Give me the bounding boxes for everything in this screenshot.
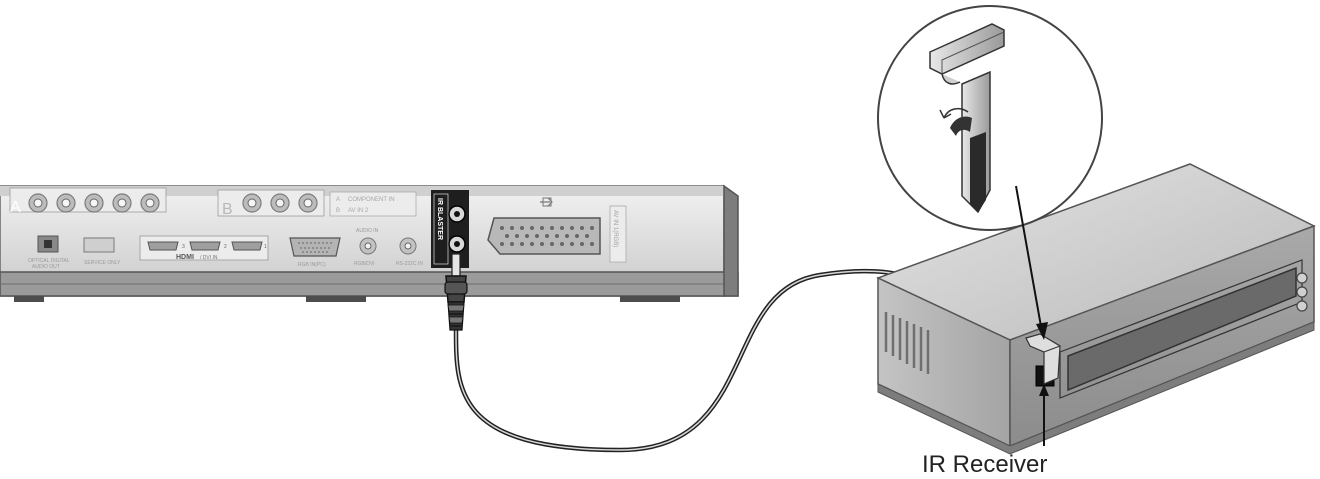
section-b-label: B [222, 201, 233, 218]
section-b-jacks: B [217, 189, 325, 218]
audio-hdmi-label: RS-232C IN [396, 261, 423, 267]
hdmi-2-label: 2 [224, 244, 227, 250]
component-in-label: COMPONENT IN [348, 197, 395, 203]
ir-receiver-label: IR Receiver [922, 451, 1047, 478]
hdmi-logo: HDMI [176, 254, 194, 261]
av-in-1-label: AV IN 1(RGB) [612, 210, 618, 247]
pointer-arrow [1015, 185, 1048, 340]
scart-av-in-1: AV IN 1(RGB) [487, 197, 627, 263]
component-in-box: A B COMPONENT IN AV IN 2 [329, 191, 417, 217]
av-in-2-label: AV IN 2 [348, 208, 369, 214]
section-a-label: A [10, 199, 21, 216]
service-only-port: SERVICE ONLY [83, 237, 121, 266]
dvi-in-label: / DVI IN [200, 255, 218, 261]
hdmi-3-label: 3 [182, 244, 185, 250]
audio-in-label: AUDIO IN [356, 228, 379, 234]
ir-receiver-callout: IR Receiver [922, 384, 1049, 478]
optical-sub-label: AUDIO OUT [32, 264, 60, 270]
magnified-clip-detail [877, 5, 1103, 231]
rgb-pc-port: RGB IN(PC) [289, 237, 341, 268]
set-top-box [876, 163, 1316, 455]
optical-label: OPTICAL DIGITAL [28, 258, 70, 264]
section-a-jacks: A [9, 187, 167, 216]
ir-blaster-label: IR BLASTER [436, 198, 443, 240]
optical-audio-out: OPTICAL DIGITAL AUDIO OUT [28, 235, 70, 270]
hdmi-ports: 3 2 1 HDMI / DVI IN [139, 235, 269, 261]
ir-blaster-port: IR BLASTER [431, 190, 469, 268]
ir-plug [444, 253, 468, 331]
component-a-label: A [336, 197, 340, 203]
audio-in-jacks: AUDIO IN RGB/DVI RS-232C IN [354, 228, 423, 267]
component-b-label: B [336, 208, 340, 214]
service-only-label: SERVICE ONLY [84, 260, 121, 266]
rgb-pc-label: RGB IN(PC) [298, 262, 326, 268]
audio-rgb-label: RGB/DVI [354, 261, 375, 267]
hdmi-1-label: 1 [264, 244, 267, 250]
